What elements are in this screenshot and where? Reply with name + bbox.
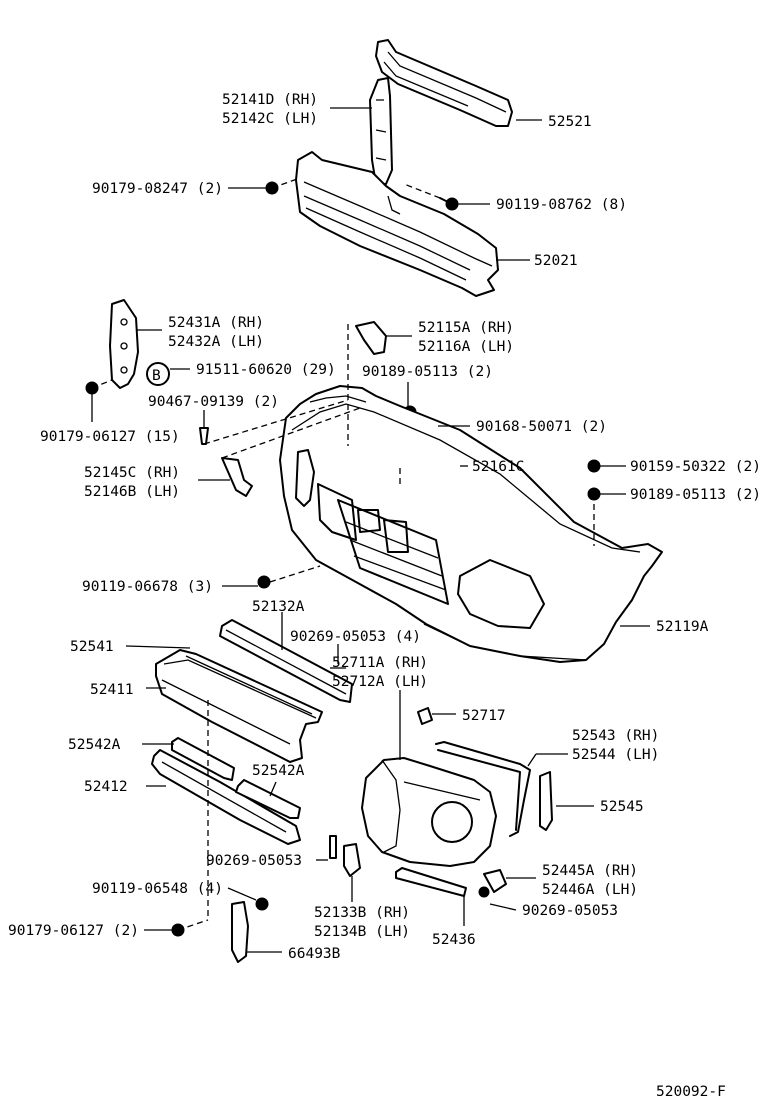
part-52545-trim xyxy=(539,771,553,831)
clip-90467-09139-icon xyxy=(199,427,209,445)
label-90179-06127-2: 90179-06127 (2) xyxy=(8,923,139,939)
part-52542a-pad-right xyxy=(235,779,301,819)
label-90269-05053-a: 90269-05053 xyxy=(206,853,302,869)
label-52115a: 52115A (RH) xyxy=(418,320,514,336)
part-52145c-bracket xyxy=(221,457,253,497)
part-52412-lower-bar xyxy=(151,749,301,845)
label-52133b: 52133B (RH) xyxy=(314,905,410,921)
part-52542a-pad-left xyxy=(171,737,235,781)
label-90269-05053-b: 90269-05053 xyxy=(522,903,618,919)
label-90269-05053-4: 90269-05053 (4) xyxy=(290,629,421,645)
label-52021: 52021 xyxy=(534,253,578,269)
part-52436-strip xyxy=(395,867,467,897)
label-52134b: 52134B (LH) xyxy=(314,924,410,940)
label-52145c: 52145C (RH) xyxy=(84,465,180,481)
label-52712a: 52712A (LH) xyxy=(332,674,428,690)
label-52431a: 52431A (RH) xyxy=(168,315,264,331)
label-52141d: 52141D (RH) xyxy=(222,92,318,108)
label-52436: 52436 xyxy=(432,932,476,948)
label-52711a: 52711A (RH) xyxy=(332,655,428,671)
leader-lines xyxy=(91,107,650,953)
label-52412: 52412 xyxy=(84,779,128,795)
part-52132a-strip xyxy=(219,619,353,703)
part-52119a-bumper-cover xyxy=(279,385,663,663)
part-52141d-bracket xyxy=(369,77,393,185)
alignment-lines xyxy=(91,177,595,931)
label-90119-06548: 90119-06548 (4) xyxy=(92,881,223,897)
label-66493b: 66493B xyxy=(288,946,341,962)
label-52544: 52544 (LH) xyxy=(572,747,659,763)
drawing-number: 520092-F xyxy=(656,1084,726,1100)
part-52717-clip xyxy=(417,707,433,725)
label-52432a: 52432A (LH) xyxy=(168,334,264,350)
label-90168-50071: 90168-50071 (2) xyxy=(476,419,607,435)
part-52133b-bracket xyxy=(329,835,361,877)
label-52541: 52541 xyxy=(70,639,114,655)
label-52411: 52411 xyxy=(90,682,134,698)
label-52116a: 52116A (LH) xyxy=(418,339,514,355)
bolt-90159-50322-icon xyxy=(587,459,601,473)
label-52146b: 52146B (LH) xyxy=(84,484,180,500)
bolt-90119-06678-icon xyxy=(257,575,271,589)
part-52431a-bracket xyxy=(109,299,139,389)
part-52445a-bracket xyxy=(478,869,507,898)
part-52115a-bracket xyxy=(355,321,387,355)
label-52543: 52543 (RH) xyxy=(572,728,659,744)
label-52445a: 52445A (RH) xyxy=(542,863,638,879)
part-52543-seal xyxy=(435,741,531,837)
label-91511-60620: 91511-60620 (29) xyxy=(196,362,336,378)
label-90159-50322: 90159-50322 (2) xyxy=(630,459,760,475)
label-52542a-2: 52542A xyxy=(252,763,305,779)
label-52142c: 52142C (LH) xyxy=(222,111,318,127)
label-90179-06127-15: 90179-06127 (15) xyxy=(40,429,180,445)
label-52545: 52545 xyxy=(600,799,644,815)
label-90119-06678: 90119-06678 (3) xyxy=(82,579,213,595)
label-52119a: 52119A xyxy=(656,619,709,635)
label-90189-05113-a: 90189-05113 (2) xyxy=(362,364,493,380)
label-52521: 52521 xyxy=(548,114,592,130)
part-52411-moulding xyxy=(155,649,323,763)
bolt-90119-08762-icon xyxy=(439,197,459,211)
reference-b-label: B xyxy=(152,368,161,384)
label-90179-08247: 90179-08247 (2) xyxy=(92,181,223,197)
part-52711a-lamp-housing xyxy=(361,757,497,867)
label-52161c: 52161C xyxy=(472,459,524,475)
label-52717: 52717 xyxy=(462,708,506,724)
part-52521-bar xyxy=(375,39,513,127)
label-52446a: 52446A (LH) xyxy=(542,882,638,898)
label-90189-05113-b: 90189-05113 (2) xyxy=(630,487,760,503)
label-90119-08762: 90119-08762 (8) xyxy=(496,197,627,213)
label-90467-09139: 90467-09139 (2) xyxy=(148,394,279,410)
bolt-90119-06548-icon xyxy=(255,897,269,911)
part-66493b-bracket xyxy=(231,901,249,963)
label-52132a: 52132A xyxy=(252,599,305,615)
part-52021-reinforcement xyxy=(295,151,499,297)
reference-b-circle xyxy=(146,362,170,386)
label-52542a-1: 52542A xyxy=(68,737,121,753)
